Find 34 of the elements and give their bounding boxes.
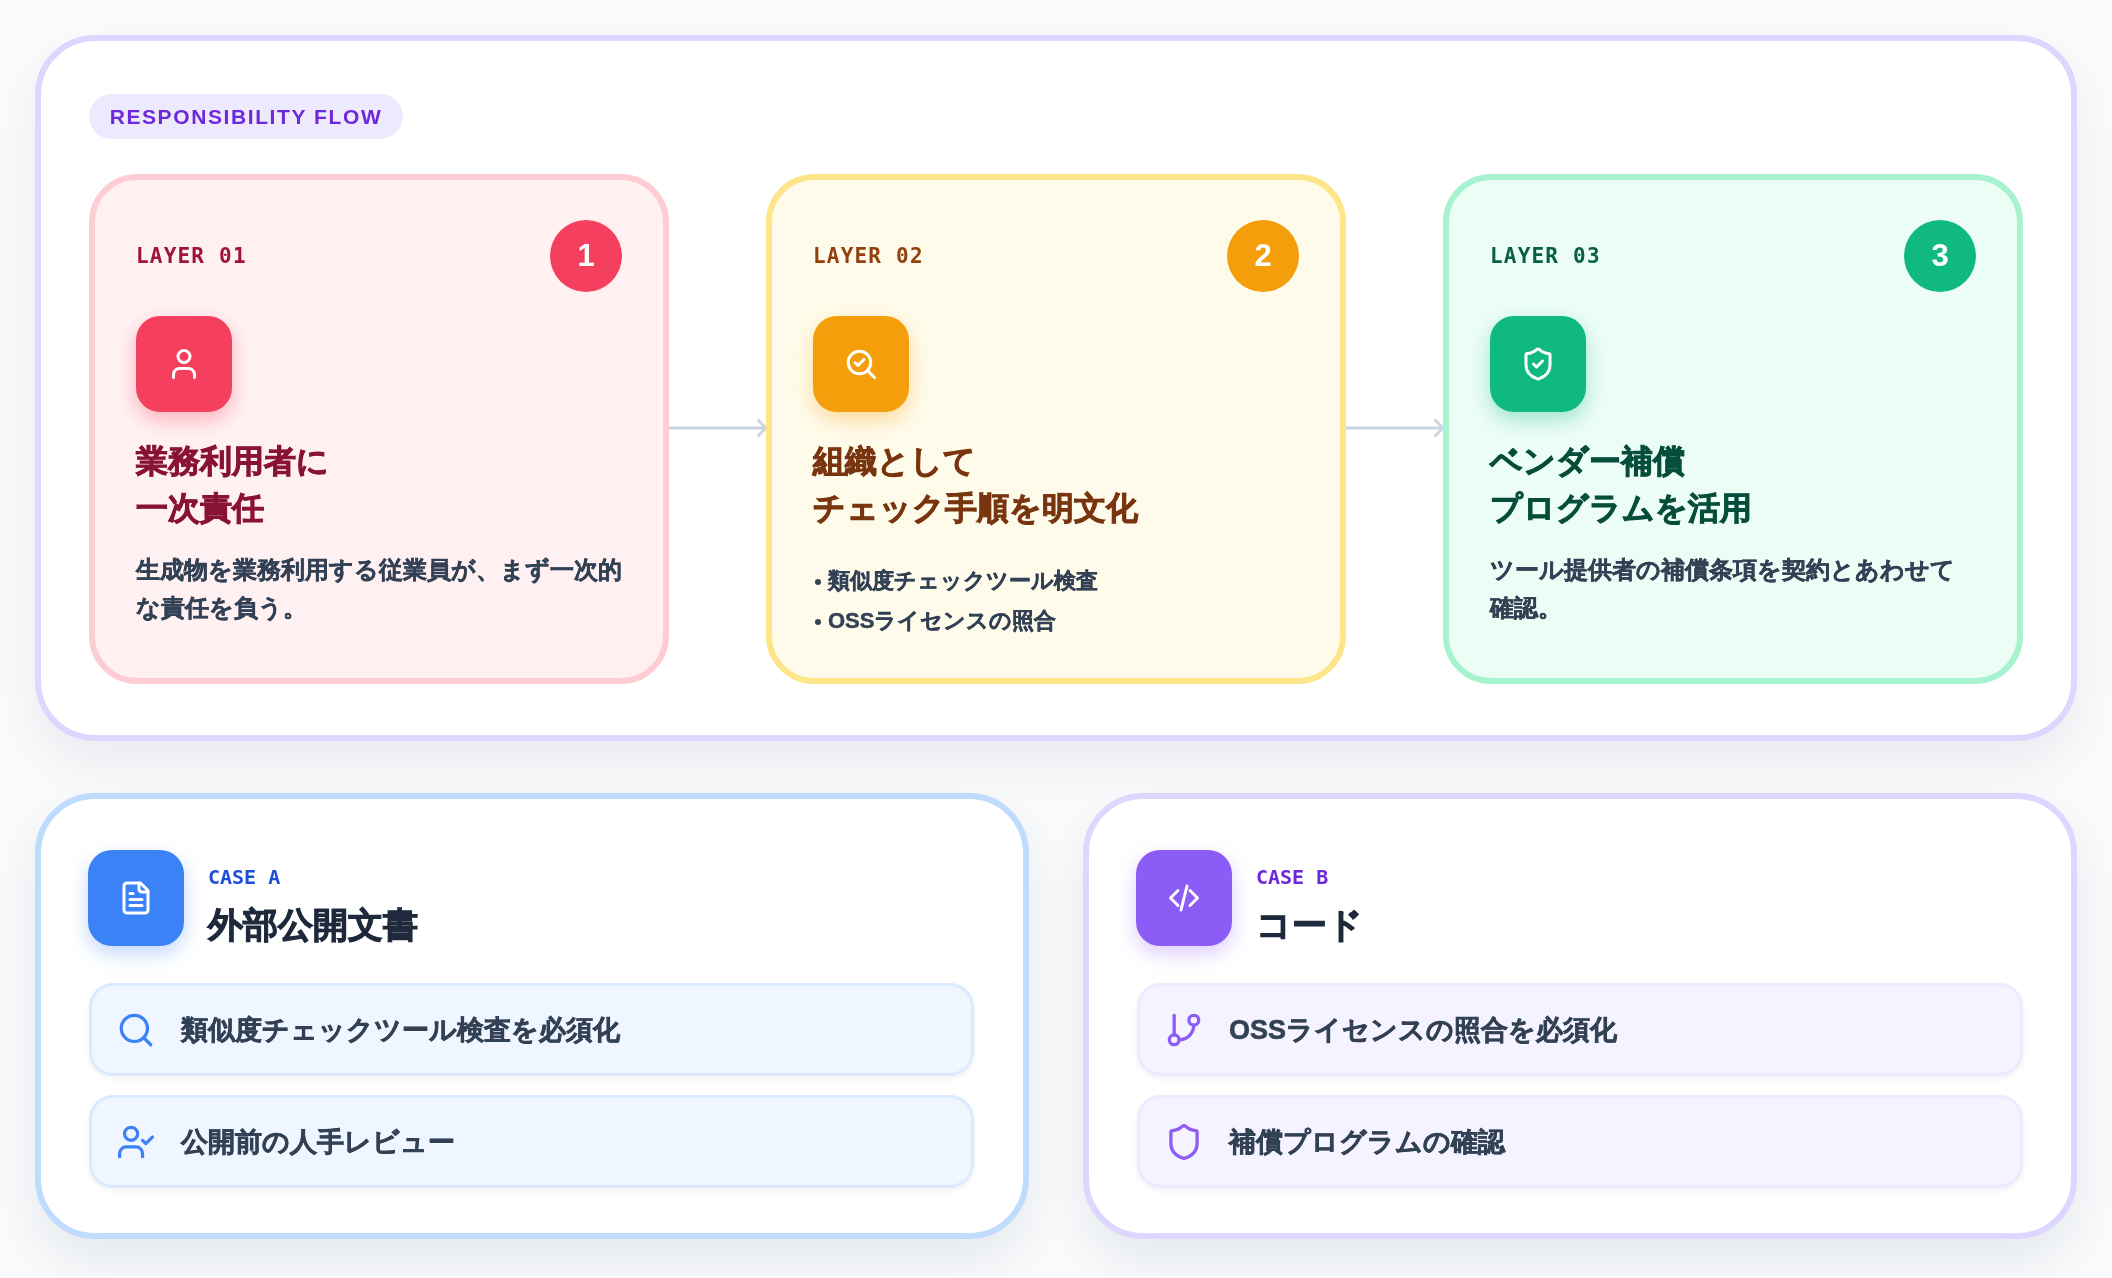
requirement-text: 類似度チェックツール検査を必須化: [181, 1013, 620, 1047]
card-title: ベンダー補償プログラムを活用: [1490, 442, 1752, 528]
arrow: [1344, 419, 1445, 437]
card-description: 生成物を業務利用する従業員が、まず一次的な責任を負う。: [136, 555, 622, 623]
layer-label: LAYER 03: [1490, 243, 1601, 269]
step-number: 2: [1254, 238, 1272, 274]
case-title: コード: [1256, 904, 1363, 946]
arrow: [667, 419, 768, 437]
step-number: 3: [1931, 238, 1949, 274]
requirement-row: [89, 1095, 974, 1188]
card-title: 業務利用者に一次責任: [136, 442, 329, 528]
requirement-row: [89, 983, 974, 1076]
requirement-text: 公開前の人手レビュー: [181, 1125, 455, 1159]
layer-card: [89, 174, 669, 684]
card-description: ツール提供者の補償条項を契約とあわせて確認。: [1490, 555, 1956, 623]
layer-label: LAYER 02: [813, 243, 924, 269]
tag-text: RESPONSIBILITY FLOW: [109, 103, 383, 130]
case-title: 外部公開文書: [208, 904, 418, 946]
requirement-row: [1137, 983, 2023, 1076]
layer-card: [1443, 174, 2023, 684]
layer-card: [766, 174, 1346, 684]
bullet-text: 類似度チェックツール検査: [828, 567, 1098, 595]
step-number: 1: [577, 238, 595, 274]
requirement-text: 補償プログラムの確認: [1229, 1125, 1505, 1159]
case-label: CASE A: [208, 864, 281, 890]
layer-label: LAYER 01: [136, 243, 247, 269]
case-label: CASE B: [1256, 864, 1329, 890]
card-title: 組織としてチェック手順を明文化: [813, 442, 1138, 528]
flow-panel: [35, 35, 2077, 741]
requirement-text: OSSライセンスの照合を必須化: [1229, 1013, 1618, 1047]
case-card: [35, 793, 1029, 1239]
requirement-row: [1137, 1095, 2023, 1188]
case-card: [1083, 793, 2077, 1239]
bullet-text: OSSライセンスの照合: [828, 607, 1057, 635]
